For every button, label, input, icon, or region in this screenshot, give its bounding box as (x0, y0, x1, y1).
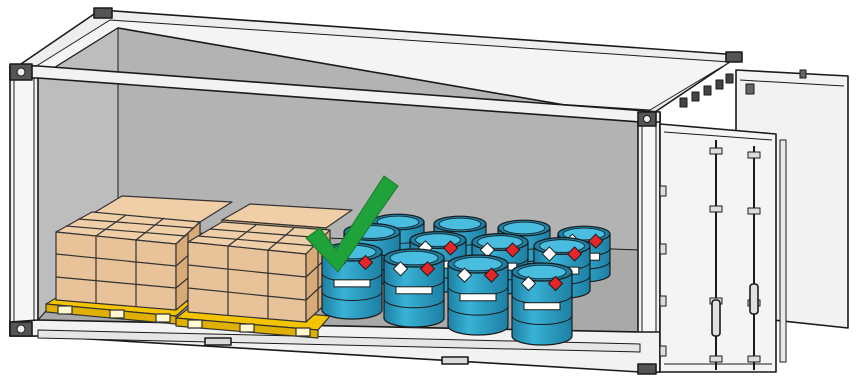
door-handle-1 (711, 299, 721, 337)
drum-label (333, 279, 371, 288)
door-near (659, 123, 777, 373)
corner-casting-br (637, 363, 657, 375)
corner-casting-top-right-back (725, 51, 743, 63)
door-handle-2 (749, 283, 759, 315)
hazard-diamond-red-icon (587, 233, 604, 249)
hazard-diamond-red-icon (419, 261, 436, 277)
hazard-diamond-red-icon (357, 254, 374, 271)
checkmark-icon (305, 175, 399, 273)
drum-label (395, 286, 433, 295)
hazmat-drum (511, 262, 573, 346)
hazard-diamond-white-icon (392, 261, 409, 277)
bottom-front-rail-edge (37, 329, 641, 353)
hazard-diamond-white-icon (520, 275, 537, 292)
box-pallet-left (45, 211, 201, 325)
hazard-diamond-red-icon (483, 267, 500, 283)
hazard-diamond-red-icon (504, 242, 521, 258)
forklift-pocket-right (441, 356, 469, 365)
left-corner-post-inner (13, 75, 35, 329)
forklift-pocket-left (204, 337, 232, 346)
hazard-diamond-red-icon (566, 246, 583, 262)
box-pallet-middle (175, 221, 331, 339)
corner-casting-top-back (93, 7, 113, 19)
hazmat-drum (447, 254, 509, 336)
hazard-diamond-white-icon (456, 267, 473, 283)
hazard-diamond-red-icon (442, 240, 459, 256)
hazmat-drum-group (321, 213, 611, 346)
container-doors (659, 69, 849, 373)
right-corner-post-inner (641, 121, 657, 363)
drum-label (459, 293, 497, 302)
hazard-diamond-white-icon (541, 246, 558, 262)
hazard-diamond-red-icon (547, 275, 564, 292)
hazmat-drum (383, 248, 445, 328)
drum-label (523, 302, 561, 311)
